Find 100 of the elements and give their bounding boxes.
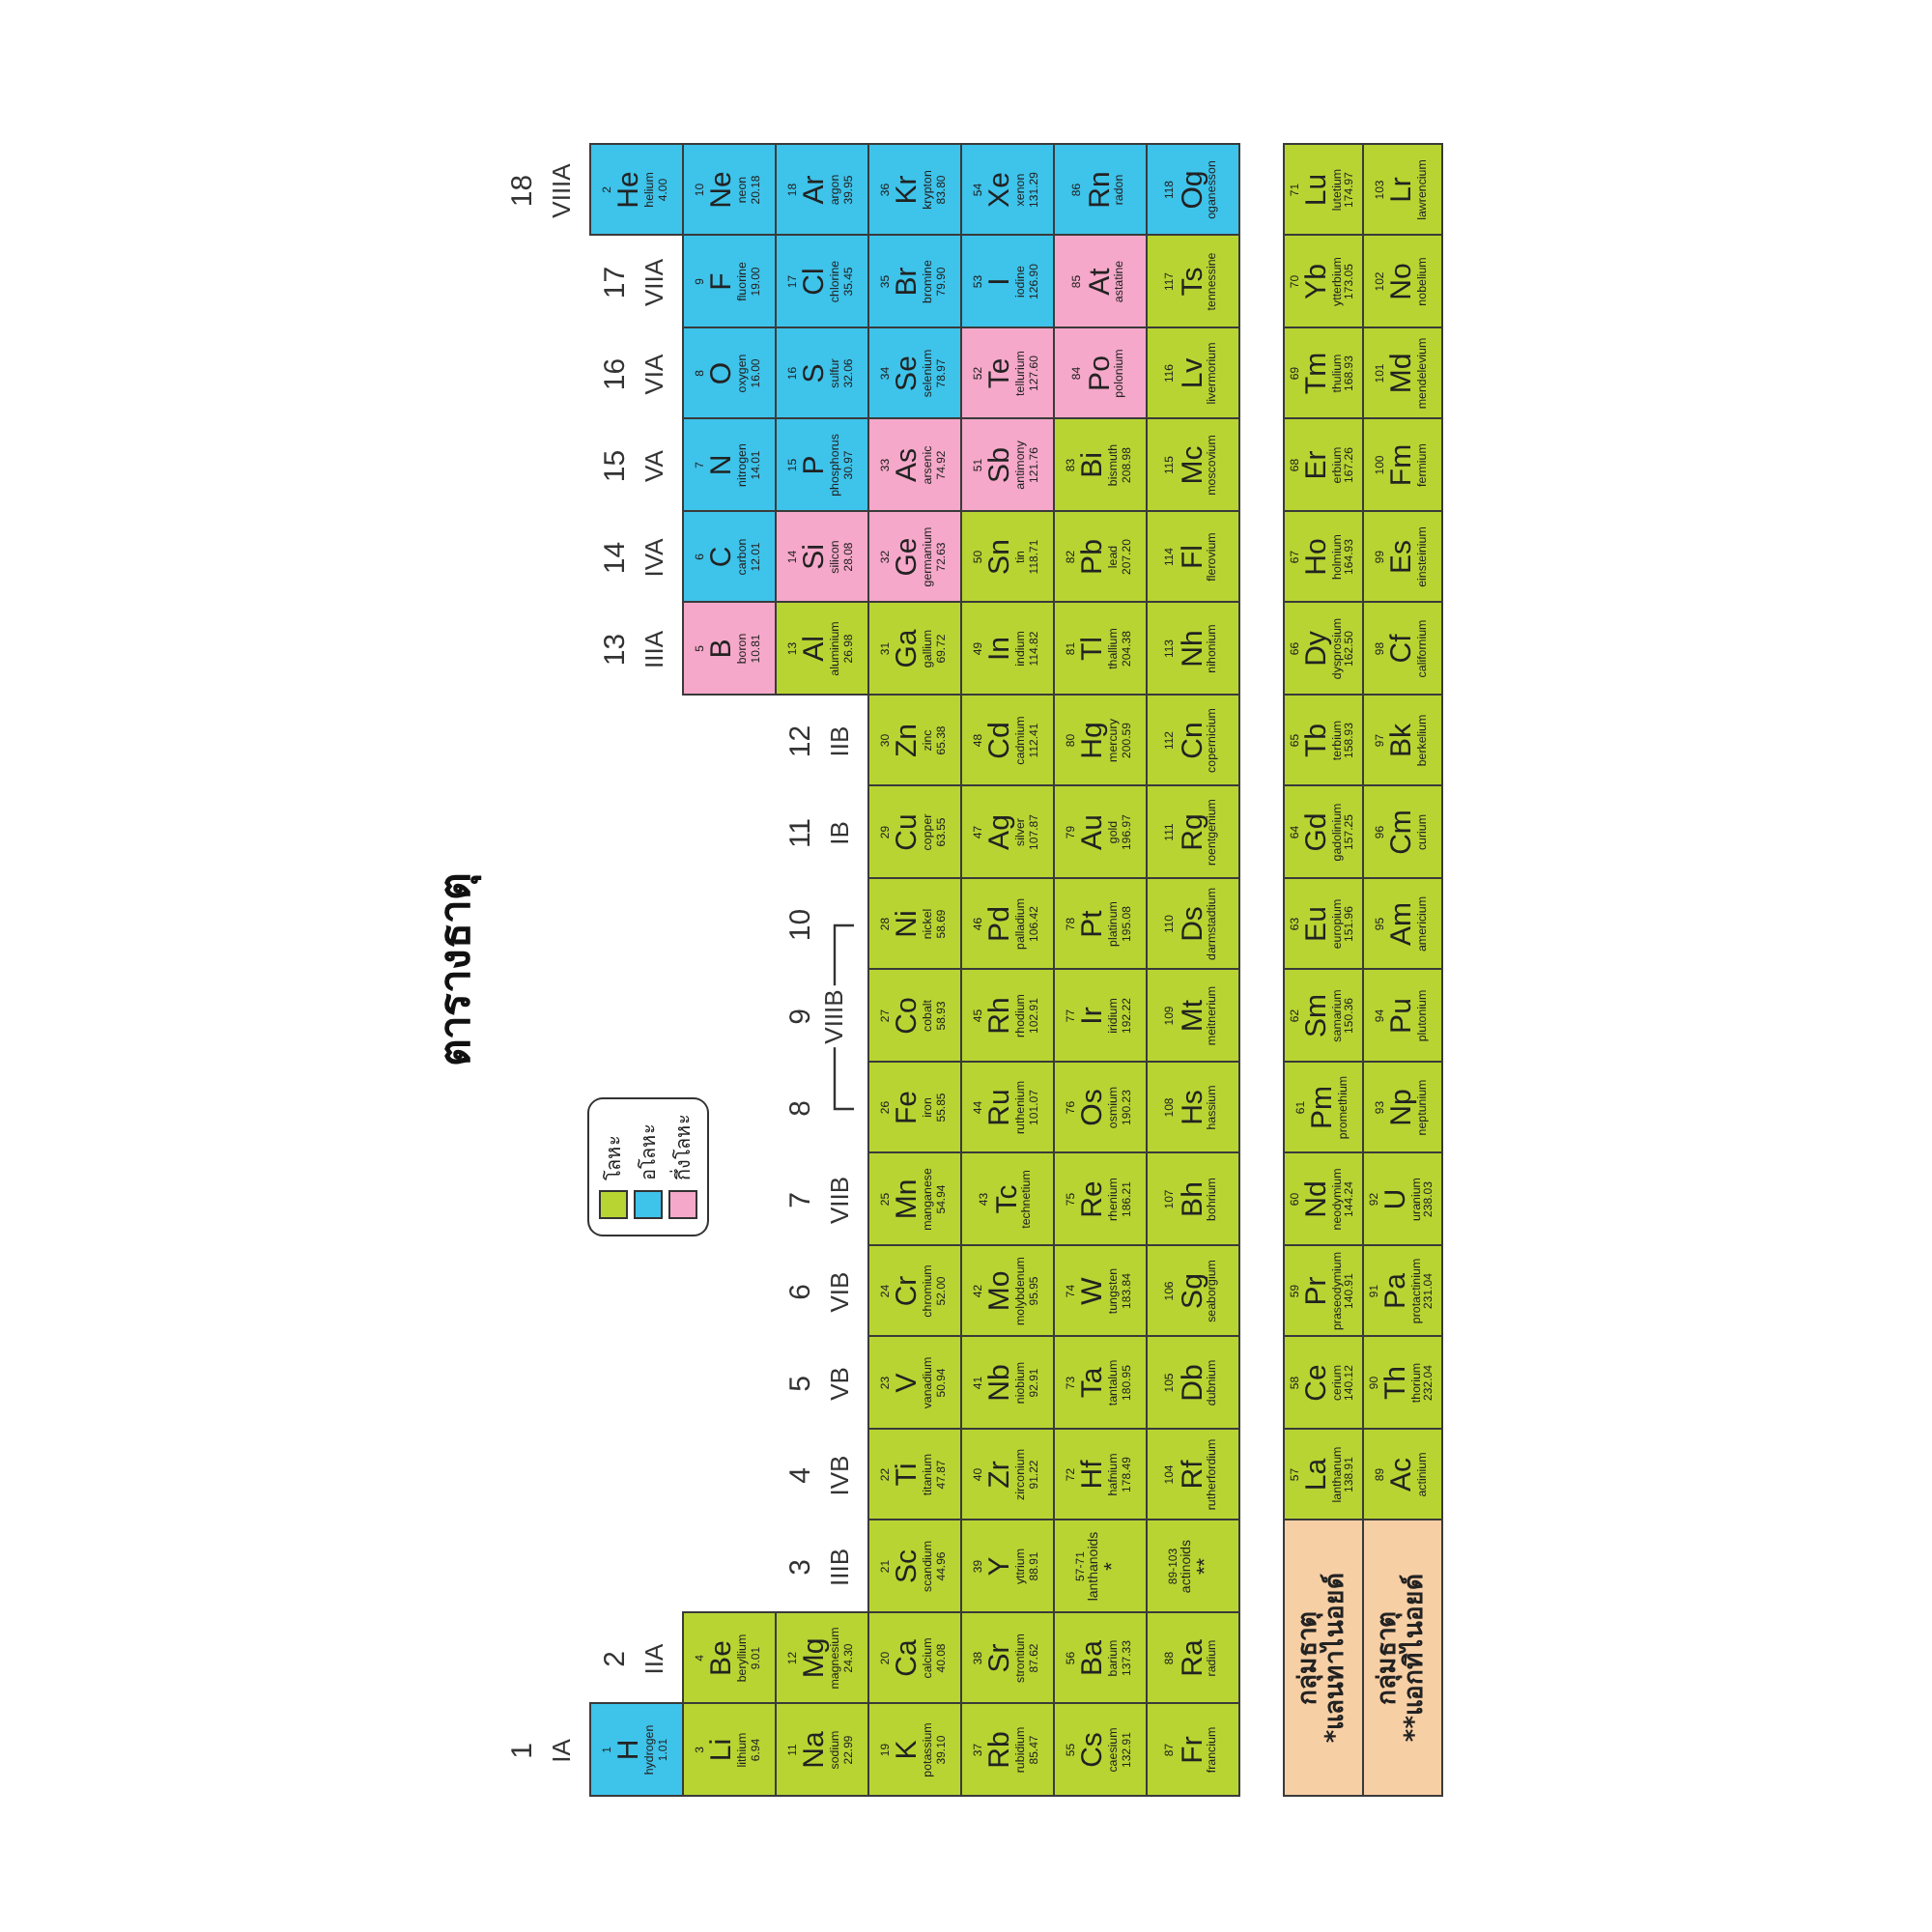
element-cell	[1283, 877, 1364, 971]
group-label: VA	[641, 448, 667, 486]
element-cell	[1362, 969, 1443, 1063]
element-cell	[1053, 510, 1148, 604]
element-cell	[1362, 602, 1443, 696]
group-number: 11	[786, 815, 815, 853]
element-cell	[960, 602, 1055, 696]
element-symbol: K	[893, 1740, 924, 1760]
element-cell	[960, 235, 1055, 328]
element-cell	[1362, 785, 1443, 879]
element-cell	[682, 143, 777, 237]
element-symbol: Hs	[1178, 1090, 1208, 1125]
element-cell	[775, 1611, 869, 1705]
element-cell	[960, 1152, 1055, 1246]
element-symbol: Bk	[1387, 724, 1418, 758]
element-symbol: Br	[893, 267, 924, 297]
legend-text: โลหะ	[601, 1136, 628, 1180]
element-symbol: W	[1078, 1277, 1110, 1305]
series-label-box	[1283, 1520, 1364, 1797]
element-symbol: Eu	[1301, 906, 1333, 942]
series-label-box	[1362, 1520, 1443, 1797]
footnote-mark: **	[1195, 1557, 1218, 1576]
element-symbol: C	[707, 546, 739, 568]
element-symbol: Pt	[1078, 910, 1110, 938]
element-cell	[1053, 235, 1148, 328]
element-symbol: Ga	[893, 629, 924, 668]
element-symbol: Tl	[1078, 637, 1110, 661]
group-label: VIIA	[641, 256, 667, 311]
element-symbol: Mt	[1178, 999, 1208, 1033]
element-cell	[1053, 1244, 1148, 1338]
group-label: IB	[827, 819, 852, 849]
element-symbol: Nd	[1301, 1180, 1333, 1218]
group-number: 16	[601, 355, 630, 395]
element-symbol: Fm	[1387, 443, 1418, 487]
element-symbol: Au	[1078, 814, 1110, 850]
element-cell	[867, 1336, 962, 1430]
element-symbol: Nh	[1178, 630, 1208, 668]
element-symbol: Fr	[1178, 1736, 1208, 1764]
element-cell	[1053, 418, 1148, 512]
element-cell	[867, 785, 962, 879]
element-cell	[867, 694, 962, 787]
element-symbol: B	[707, 639, 739, 659]
element-cell	[867, 327, 962, 420]
element-cell	[1053, 1152, 1148, 1246]
element-cell	[867, 1244, 962, 1338]
element-cell	[1053, 1061, 1148, 1154]
element-cell	[867, 235, 962, 328]
element-cell	[1146, 510, 1240, 604]
element-cell	[1053, 143, 1148, 237]
element-symbol: Hf	[1078, 1460, 1110, 1490]
element-cell	[960, 969, 1055, 1063]
element-cell	[1053, 1428, 1148, 1521]
element-symbol: Ac	[1387, 1458, 1418, 1492]
element-cell	[1053, 1703, 1148, 1797]
element-symbol: Kr	[893, 175, 924, 205]
element-cell	[1053, 602, 1148, 696]
element-cell	[960, 1428, 1055, 1521]
group-number: 5	[786, 1374, 815, 1396]
element-cell	[1053, 1336, 1148, 1430]
element-symbol: Pr	[1301, 1276, 1333, 1306]
element-symbol: Ho	[1301, 538, 1333, 576]
element-symbol: Si	[800, 544, 832, 570]
group-number: 18	[508, 172, 537, 212]
element-cell	[682, 510, 777, 604]
element-symbol: No	[1387, 263, 1418, 300]
group-number: 8	[786, 1098, 815, 1121]
group-number: 9	[786, 1007, 815, 1029]
element-symbol: Am	[1387, 902, 1418, 946]
element-symbol: O	[707, 361, 739, 385]
element-symbol: Mg	[800, 1637, 832, 1679]
element-symbol: Sc	[893, 1549, 924, 1584]
element-cell	[960, 1520, 1055, 1613]
element-symbol: Fl	[1178, 545, 1208, 569]
page-title: ตารางธาตุ	[433, 873, 481, 1066]
element-cell	[1146, 1152, 1240, 1246]
element-cell	[960, 510, 1055, 604]
element-symbol: As	[893, 448, 924, 483]
element-cell	[867, 143, 962, 237]
element-cell	[1053, 877, 1148, 971]
element-symbol: P	[800, 455, 832, 475]
element-cell	[867, 1152, 962, 1246]
element-cell	[1362, 418, 1443, 512]
element-cell	[1362, 143, 1443, 237]
element-symbol: Re	[1078, 1180, 1110, 1218]
element-cell	[960, 143, 1055, 237]
group-label: IIIB	[827, 1547, 852, 1591]
group-heading: *แลนทาไนอยด์	[1323, 1573, 1350, 1744]
group-label: IVA	[641, 536, 667, 582]
element-symbol: He	[614, 171, 646, 209]
group-number: 6	[786, 1282, 815, 1304]
element-symbol: Sr	[985, 1643, 1017, 1673]
element-cell	[1283, 327, 1364, 420]
group-number: 2	[601, 1649, 630, 1671]
element-symbol: Tb	[1301, 724, 1333, 758]
element-symbol: Cd	[985, 722, 1017, 759]
element-symbol: Th	[1380, 1366, 1412, 1401]
element-symbol: Yb	[1301, 264, 1333, 299]
element-cell	[1362, 1336, 1443, 1430]
element-symbol: Og	[1178, 170, 1208, 210]
element-symbol: Ru	[985, 1089, 1017, 1126]
